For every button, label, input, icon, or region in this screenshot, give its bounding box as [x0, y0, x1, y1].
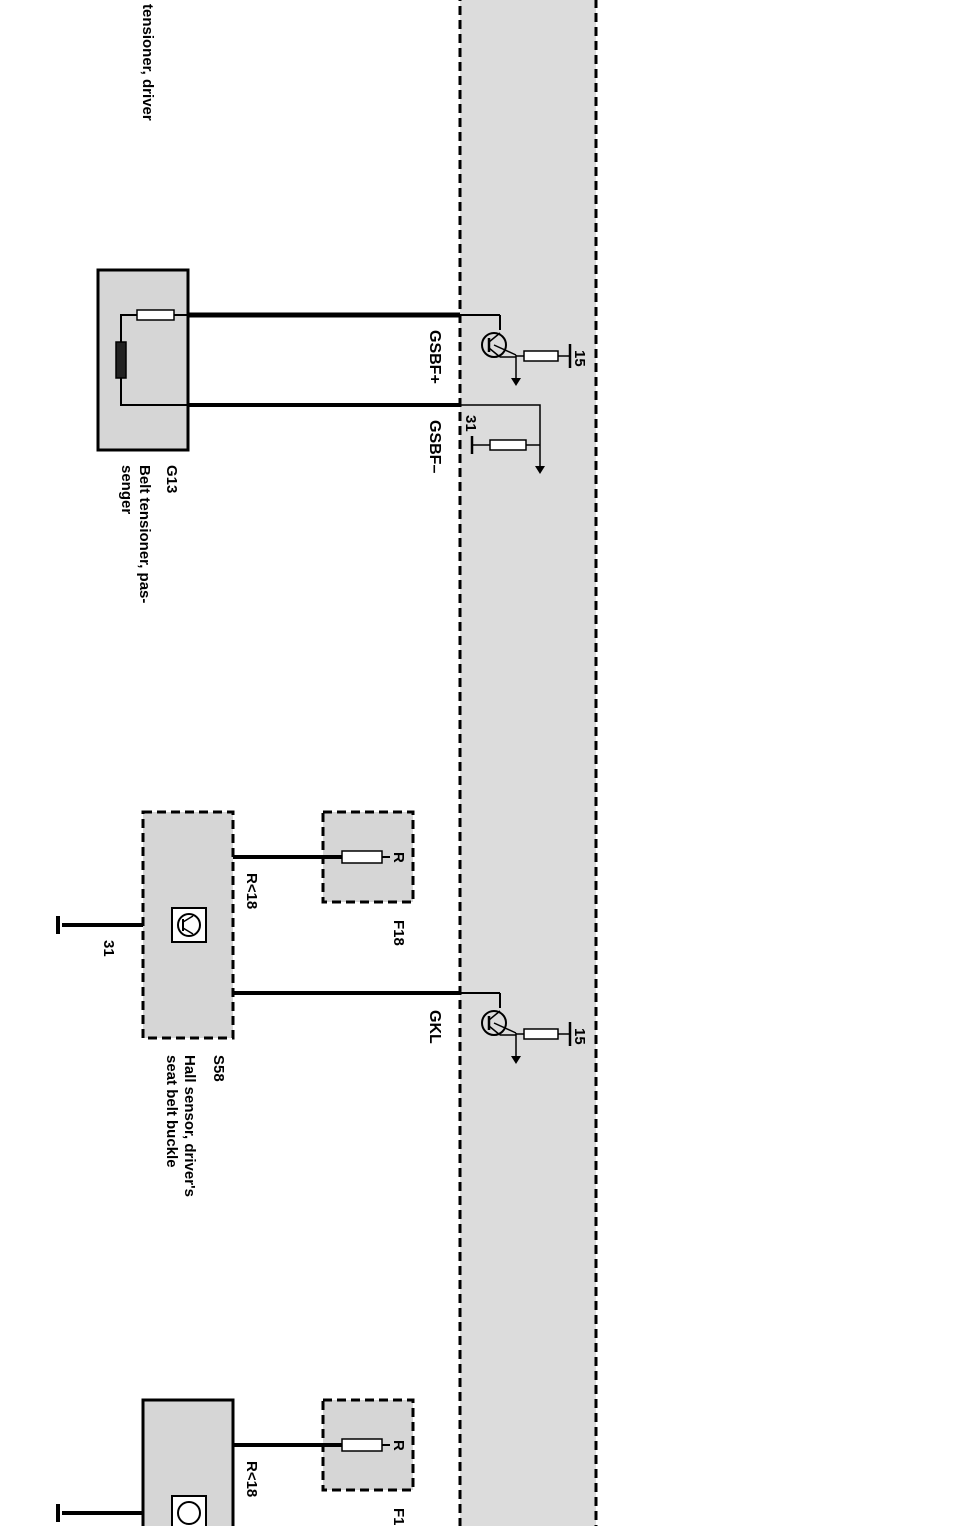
label-gkl: GKL: [426, 1010, 443, 1044]
g13-resistor: [136, 309, 175, 321]
label-gsbf-minus: GSBF–: [426, 420, 443, 473]
ground-gsbf-minus-icon: [460, 404, 545, 474]
g13-description-line2: senger: [118, 465, 135, 514]
label-r18-upper: R<18: [243, 873, 260, 909]
bottom-fuse-label: R: [390, 1440, 407, 1451]
transistor-gsbf-icon: [460, 314, 572, 386]
f18-fuse-label: R: [390, 852, 407, 863]
bottom-sensor-icon: [171, 1495, 207, 1526]
g13-belt-tensioner: [96, 268, 190, 452]
transistor-gkl-icon: [460, 992, 572, 1064]
terminal-31-ground: 31: [100, 940, 117, 957]
label-r18-lower: R<18: [243, 1461, 260, 1497]
terminal-15-lower: 15: [571, 1028, 588, 1045]
s58-description-line1: Hall sensor, driver's: [181, 1055, 198, 1197]
control-module: [458, 0, 598, 1526]
s58-description-line2: seat belt buckle: [163, 1055, 180, 1168]
terminal-31-upper: 31: [462, 415, 479, 432]
s58-hall-sensor: [141, 810, 235, 1040]
terminal-15-upper: 15: [571, 350, 588, 367]
g13-description-line1: Belt tensioner, pas-: [136, 465, 153, 603]
bottom-fuse-id: F1: [390, 1508, 407, 1526]
bottom-component: [141, 1398, 235, 1526]
top-component-description: tensioner, driver: [139, 4, 156, 121]
label-gsbf-plus: GSBF+: [426, 330, 443, 384]
f18-id: F18: [390, 920, 407, 946]
s58-id: S58: [210, 1055, 227, 1082]
bottom-fuse-icon: [341, 1438, 383, 1452]
g13-squib: [115, 341, 127, 379]
g13-id: G13: [163, 465, 180, 493]
f18-fuse-icon: [341, 850, 383, 864]
